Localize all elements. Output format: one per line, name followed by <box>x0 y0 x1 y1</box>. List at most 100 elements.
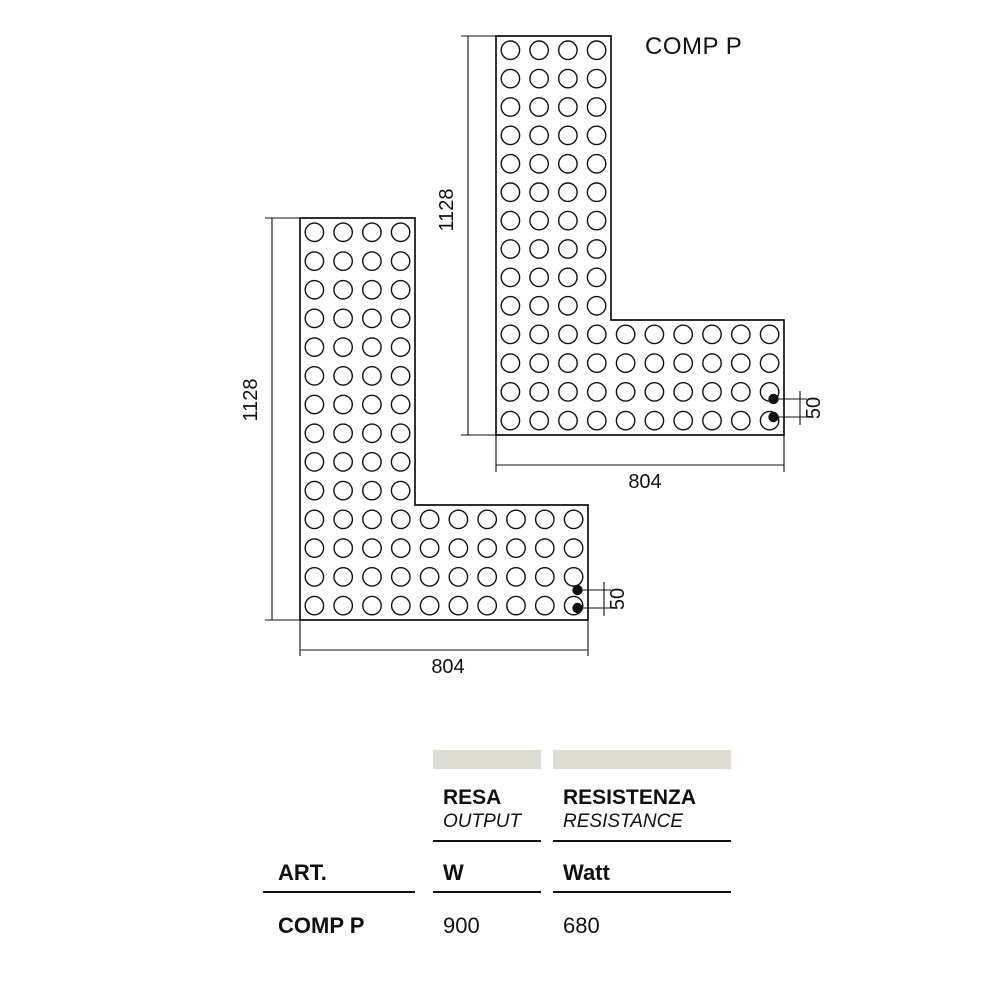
col-resa-unit: W <box>443 860 464 885</box>
col-resistenza-subtitle: RESISTANCE <box>563 811 684 832</box>
dim-height-front-label: 1128 <box>436 188 458 231</box>
radiator-hole <box>477 567 498 587</box>
radiator-hole <box>333 451 353 472</box>
radiator-hole <box>500 182 521 203</box>
radiator-hole <box>730 410 751 431</box>
radiator-hole <box>615 381 636 402</box>
radiator-hole <box>586 182 607 203</box>
radiator-hole <box>702 353 722 373</box>
radiator-hole <box>304 595 325 616</box>
radiator-hole <box>304 251 325 272</box>
col-art-header: ART. <box>278 860 327 885</box>
radiator-hole <box>506 595 526 616</box>
panel-front <box>495 35 785 436</box>
radiator-hole <box>702 410 722 431</box>
radiator-hole <box>333 480 353 501</box>
radiator-hole <box>477 509 498 530</box>
radiator-hole <box>419 567 440 587</box>
radiator-hole <box>673 381 694 402</box>
radiator-hole <box>448 595 469 616</box>
radiator-hole <box>362 595 382 616</box>
radiator-hole <box>534 595 555 616</box>
radiator-hole <box>730 381 751 402</box>
radiator-hole <box>534 567 555 587</box>
radiator-hole <box>558 97 578 117</box>
radiator-hole <box>586 353 607 373</box>
radiator-hole <box>333 394 353 415</box>
radiator-hole <box>333 595 354 616</box>
radiator-hole <box>529 295 549 316</box>
radiator-hole <box>333 365 353 386</box>
radiator-hole <box>500 295 521 316</box>
radiator-hole <box>419 509 440 530</box>
radiator-hole <box>759 353 780 373</box>
radiator-hole <box>390 595 411 616</box>
radiator-hole <box>362 538 382 558</box>
radiator-hole <box>529 97 549 117</box>
radiator-hole <box>529 267 549 288</box>
radiator-hole <box>702 381 722 402</box>
radiator-hole <box>529 324 550 345</box>
header-bar-resistenza <box>553 750 731 769</box>
technical-drawing: 1128 804 50 1128 804 50 COMP P <box>240 33 825 678</box>
row-art-value: COMP P <box>278 913 365 938</box>
circle-grid-back-vertical <box>304 222 411 501</box>
dim-line-spacing-front <box>778 391 807 425</box>
radiator-hole <box>390 451 411 472</box>
radiator-hole <box>563 567 584 587</box>
radiator-hole <box>333 251 353 272</box>
radiator-hole <box>304 538 325 558</box>
radiator-hole <box>390 365 411 386</box>
divider <box>263 891 415 893</box>
radiator-hole <box>586 40 607 61</box>
radiator-hole <box>390 279 411 300</box>
radiator-hole <box>361 222 382 243</box>
radiator-hole <box>586 410 607 431</box>
circle-grid-front-vertical <box>500 40 607 316</box>
radiator-hole <box>586 295 607 316</box>
radiator-hole <box>304 308 325 329</box>
radiator-hole <box>534 538 555 558</box>
radiator-hole <box>529 381 550 402</box>
dim-spacing-back-label: 50 <box>607 588 629 610</box>
radiator-hole <box>361 394 382 415</box>
radiator-hole <box>586 381 607 402</box>
radiator-hole <box>500 324 521 345</box>
radiator-hole <box>333 423 353 444</box>
radiator-hole <box>673 353 694 373</box>
radiator-hole <box>333 538 354 558</box>
dim-line-width-front <box>495 435 785 472</box>
radiator-hole <box>390 222 411 243</box>
radiator-hole <box>644 410 665 431</box>
radiator-hole <box>529 125 549 146</box>
radiator-hole <box>304 567 325 587</box>
radiator-hole <box>361 279 382 300</box>
radiator-hole <box>558 40 578 61</box>
radiator-hole <box>304 279 325 300</box>
radiator-hole <box>390 480 411 501</box>
radiator-hole <box>558 381 578 402</box>
radiator-hole <box>333 308 353 329</box>
radiator-hole <box>304 394 325 415</box>
row-resistenza-value: 680 <box>563 913 600 938</box>
circle-grid-front-horizontal <box>500 324 780 431</box>
radiator-hole <box>333 222 353 243</box>
connection-dot <box>768 411 779 423</box>
radiator-hole <box>529 153 549 174</box>
dim-line-spacing-back <box>582 582 611 616</box>
radiator-hole <box>534 509 555 530</box>
radiator-hole <box>390 337 411 357</box>
radiator-hole <box>304 509 325 530</box>
radiator-hole <box>529 40 549 61</box>
radiator-hole <box>558 125 578 146</box>
radiator-hole <box>419 595 440 616</box>
radiator-hole <box>500 267 521 288</box>
radiator-hole <box>558 353 578 373</box>
radiator-hole <box>361 365 382 386</box>
radiator-hole <box>304 222 325 243</box>
radiator-hole <box>500 153 521 174</box>
radiator-hole <box>362 509 382 530</box>
radiator-hole <box>333 279 353 300</box>
dim-line-width-back <box>299 620 589 656</box>
